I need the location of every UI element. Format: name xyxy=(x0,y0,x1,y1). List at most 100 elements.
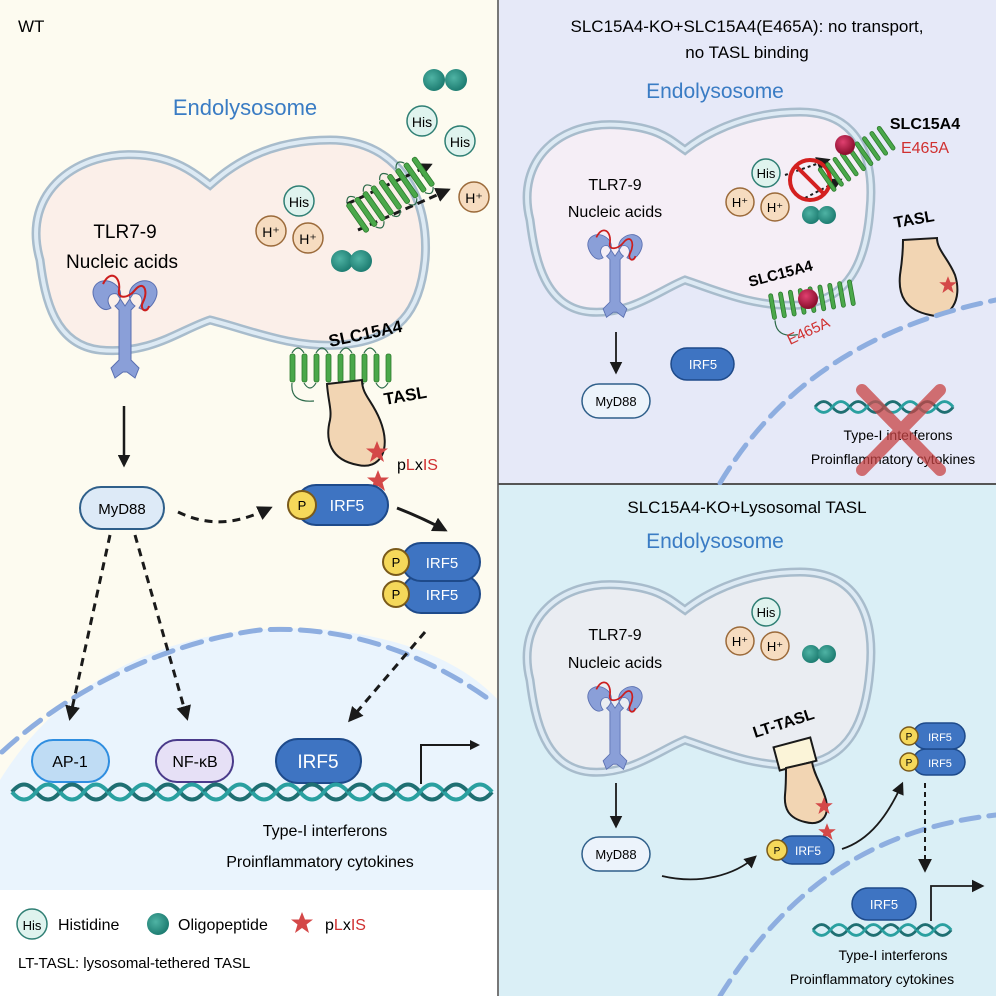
histidine-icon: His xyxy=(283,185,315,217)
svg-text:P: P xyxy=(298,498,307,513)
phospho-irf5-dimer: P IRF5 P IRF5 xyxy=(382,542,481,614)
irf5-node: IRF5 xyxy=(670,347,735,381)
svg-text:H⁺: H⁺ xyxy=(732,195,748,210)
svg-text:His: His xyxy=(450,134,470,150)
endolysosome-label: Endolysosome xyxy=(646,80,784,103)
legend-histidine-label: Histidine xyxy=(58,917,119,934)
myd88-node: MyD88 xyxy=(581,383,651,419)
svg-text:H⁺: H⁺ xyxy=(299,231,317,247)
svg-text:H⁺: H⁺ xyxy=(262,224,280,240)
slc15a4-label: SLC15A4 xyxy=(890,116,960,133)
proton-icon: H⁺ xyxy=(760,192,790,222)
slc15a4-e465a-transporter-icon xyxy=(817,125,896,192)
svg-text:IRF5: IRF5 xyxy=(426,555,459,572)
myd88-node: MyD88 xyxy=(79,486,165,530)
activation-arrow xyxy=(133,534,191,721)
irf5-node: IRF5 xyxy=(275,738,362,784)
endolysosome-label: Endolysosome xyxy=(646,530,784,553)
tasl-protein-icon xyxy=(325,378,386,467)
svg-text:His: His xyxy=(757,605,776,620)
nuclear-membrane xyxy=(717,812,996,999)
nuclear-membrane xyxy=(717,297,996,486)
svg-text:MyD88: MyD88 xyxy=(595,394,636,409)
panel-label-wt: WT xyxy=(18,17,44,36)
output-type-i-ifn: Type-I interferons xyxy=(839,947,948,963)
transport-arrow xyxy=(346,163,433,206)
phospho-irf5-dimer: P IRF5 P IRF5 xyxy=(899,722,966,776)
svg-text:H⁺: H⁺ xyxy=(732,634,748,649)
nuclear-membrane xyxy=(0,626,493,755)
svg-text:MyD88: MyD88 xyxy=(595,847,636,862)
svg-text:His: His xyxy=(23,918,42,933)
tasl-label: TASL xyxy=(893,208,936,232)
e465a-mutation-icon xyxy=(835,135,855,155)
svg-text:H⁺: H⁺ xyxy=(465,190,483,206)
proton-icon: H⁺ xyxy=(725,626,755,656)
legend-lt-tasl-definition: LT-TASL: lysosomal-tethered TASL xyxy=(18,955,250,972)
svg-text:IRF5: IRF5 xyxy=(330,498,365,515)
tlr-label: TLR7-9 xyxy=(93,222,156,243)
output-cytokines: Proinflammatory cytokines xyxy=(226,854,414,871)
tasl-protein-icon xyxy=(898,236,959,317)
nucleic-acids-label: Nucleic acids xyxy=(568,655,662,672)
endolysosome-membrane xyxy=(31,135,431,356)
activation-arrow xyxy=(661,855,757,881)
myd88-node: MyD88 xyxy=(581,836,651,872)
legend: His Histidine Oligopeptide pLxIS LT-TASL… xyxy=(0,890,498,996)
svg-text:P: P xyxy=(906,732,913,743)
legend-oligopeptide-label: Oligopeptide xyxy=(178,917,268,934)
svg-text:H⁺: H⁺ xyxy=(767,639,783,654)
proton-icon: H⁺ xyxy=(255,215,287,247)
output-cytokines: Proinflammatory cytokines xyxy=(790,971,954,987)
output-type-i-ifn: Type-I interferons xyxy=(263,823,388,840)
panel-subtitle: no TASL binding xyxy=(685,43,809,62)
svg-text:P: P xyxy=(906,758,913,769)
plxis-label: pLxIS xyxy=(397,457,438,474)
endolysosome-label: Endolysosome xyxy=(173,95,317,120)
svg-text:IRF5: IRF5 xyxy=(928,732,952,744)
legend-oligopeptide-icon xyxy=(147,913,169,935)
tlr-label: TLR7-9 xyxy=(588,627,641,644)
e465a-mutation-icon xyxy=(798,289,818,309)
nucleic-acids-label: Nucleic acids xyxy=(66,252,178,273)
svg-text:IRF5: IRF5 xyxy=(870,897,898,912)
ap1-node: AP-1 xyxy=(31,739,110,783)
proton-icon: H⁺ xyxy=(292,222,324,254)
irf5-node: IRF5 xyxy=(851,887,917,921)
slc15a4-e465a-transporter-icon xyxy=(768,279,856,336)
svg-text:AP-1: AP-1 xyxy=(52,754,88,771)
transcription-start-arrow xyxy=(930,879,985,921)
activation-arrow xyxy=(348,631,427,723)
blocked-transport-arrow xyxy=(804,178,843,199)
svg-text:H⁺: H⁺ xyxy=(767,200,783,215)
nucleus-region xyxy=(0,628,498,890)
mutation-label: E465A xyxy=(901,140,949,157)
svg-text:His: His xyxy=(289,194,309,210)
panel-title: SLC15A4-KO+Lysosomal TASL xyxy=(627,498,866,517)
activation-arrow xyxy=(65,534,112,721)
svg-text:P: P xyxy=(774,846,781,857)
activation-arrow xyxy=(396,506,448,532)
output-cytokines: Proinflammatory cytokines xyxy=(811,451,975,467)
panel-e465a: SLC15A4-KO+SLC15A4(E465A): no transport,… xyxy=(499,0,996,486)
oligopeptide-icon xyxy=(802,645,836,663)
panel-lt-tasl: SLC15A4-KO+Lysosomal TASL Endolysosome T… xyxy=(499,485,996,999)
nfkb-node: NF-κB xyxy=(155,739,234,783)
lt-tasl-protein-icon xyxy=(783,760,828,824)
nucleic-acids-label: Nucleic acids xyxy=(568,204,662,221)
tlr-label: TLR7-9 xyxy=(588,177,641,194)
oligopeptide-icon xyxy=(423,69,467,91)
slc15a4-transporter-icon xyxy=(346,156,435,233)
oligopeptide-icon xyxy=(331,250,372,272)
legend-plxis-label: pLxIS xyxy=(325,917,366,934)
svg-text:His: His xyxy=(757,166,776,181)
transcription-start-arrow xyxy=(420,740,480,784)
legend-histidine-icon: His xyxy=(16,908,48,940)
svg-text:NF-κB: NF-κB xyxy=(172,754,217,771)
svg-text:IRF5: IRF5 xyxy=(297,752,338,773)
svg-text:P: P xyxy=(392,555,401,570)
histidine-icon: His xyxy=(406,105,438,137)
phospho-irf5-node: P IRF5 xyxy=(287,484,389,526)
svg-text:IRF5: IRF5 xyxy=(795,844,821,858)
histidine-icon: His xyxy=(751,597,781,627)
